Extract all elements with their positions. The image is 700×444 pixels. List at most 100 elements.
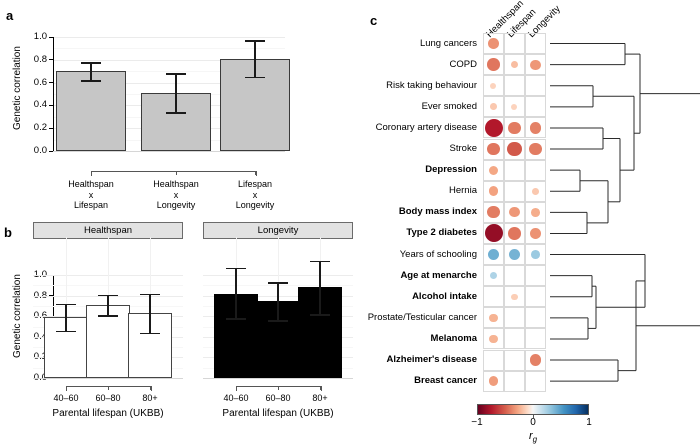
panel-c-correlation-dot (507, 141, 522, 157)
panel-a-y-tick (49, 59, 53, 61)
panel-c-correlation-dot (531, 207, 540, 217)
panel-b-x-axis (33, 378, 183, 379)
panel-c-correlation-dot (529, 142, 542, 156)
panel-c-correlation-dot (508, 121, 521, 135)
panel-c-matrix-cell (525, 180, 546, 202)
panel-c-matrix-cell (525, 96, 546, 118)
panel-c-colorbar-label: rg (521, 430, 545, 444)
panel-c-matrix-cell (504, 54, 525, 76)
panel-c-matrix-cell (504, 33, 525, 55)
panel-a-ylabel: Genetic correlation (12, 46, 23, 130)
panel-c-row-label: Alcohol intake (412, 290, 477, 302)
panel-c-matrix-cell (504, 75, 525, 97)
panel-c-matrix-cell (525, 328, 546, 350)
panel-a-group-tick (91, 171, 92, 175)
panel-c-correlation-dot (487, 142, 500, 156)
panel-b-category-label: 40–60 (53, 393, 79, 403)
panel-c-legend-subscript: g (532, 434, 538, 444)
panel-c-matrix-cell (525, 159, 546, 181)
panel-b-category-label: 40–60 (223, 393, 249, 403)
panel-c-matrix-cell (525, 54, 546, 76)
panel-a-category-line: Longevity (156, 200, 196, 210)
panel-c-matrix-cell (504, 286, 525, 308)
panel-c-letter: c (370, 13, 378, 28)
panel-b-y-tick-label: 1.0 (17, 269, 47, 280)
panel-c-colorbar-midmark (533, 414, 534, 418)
panel-a-y-tick-label: 0.0 (33, 145, 47, 156)
panel-c-row-label: Lung cancers (419, 37, 477, 49)
panel-a-bar (56, 71, 126, 151)
panel-b-errorbar-cap (140, 332, 160, 335)
panel-b-category-label: 80+ (312, 393, 328, 403)
panel-c-matrix-cell (525, 286, 546, 308)
panel-c-matrix-cell (525, 349, 546, 371)
panel-b-letter: b (4, 225, 12, 240)
panel-b-errorbar-cap (268, 320, 288, 322)
panel-b-y-tick-label: 0.6 (17, 310, 47, 321)
panel-c-matrix-cell (483, 244, 504, 266)
panel-b-group-tick (108, 386, 109, 390)
panel-a-y-tick-label: 1.0 (33, 31, 47, 42)
panel-c-correlation-dot (487, 206, 500, 219)
panel-a-category-line: Healthspan (153, 179, 199, 189)
panel-b-group-bracket (66, 386, 152, 391)
panel-c-row-label: Prostate/Testicular cancer (367, 311, 477, 323)
panel-c-row-label: Body mass index (398, 206, 477, 218)
panel-a-y-tick-label: 0.8 (33, 53, 47, 65)
panel-a-group-tick (176, 171, 177, 175)
panel-c-matrix-cell (504, 96, 525, 118)
panel-c-matrix-cell (483, 370, 504, 392)
panel-b-errorbar-cap (56, 330, 76, 333)
panel-b-errorbar (319, 260, 321, 315)
panel-b-category-label: 60–80 (265, 393, 291, 403)
panel-c-legend-r: r (528, 429, 533, 442)
panel-c-matrix-cell (483, 75, 504, 97)
panel-b-errorbar (277, 282, 279, 321)
panel-b-errorbar-cap (226, 318, 246, 320)
panel-c-matrix-cell (504, 328, 525, 350)
panel-c-correlation-dot (488, 186, 499, 196)
panel-c-row-label: Breast cancer (414, 375, 477, 387)
panel-c-matrix-cell (525, 75, 546, 97)
panel-c-matrix-cell (525, 307, 546, 329)
panel-a-gridline (53, 71, 285, 73)
panel-c-matrix-cell (525, 138, 546, 160)
panel-c-matrix-cell (483, 222, 504, 244)
panel-c-correlation-dot (487, 248, 500, 261)
panel-c-matrix-cell (483, 265, 504, 287)
panel-c-matrix-cell (483, 349, 504, 371)
panel-b-group-tick (150, 386, 151, 390)
panel-c-row-label: Age at menarche (400, 269, 477, 281)
panel-a-errorbar-cap (81, 62, 101, 64)
panel-c-matrix-cell (504, 307, 525, 329)
panel-a-errorbar (175, 73, 177, 113)
panel-a-errorbar (254, 40, 256, 77)
panel-c-matrix-cell (483, 307, 504, 329)
panel-a-y-tick (49, 82, 53, 84)
panel-b-y-tick-label: 0.8 (17, 290, 47, 301)
panel-b-y-tick-label: 0.2 (17, 351, 47, 362)
panel-b-group-bracket (236, 386, 322, 391)
panel-c-row-label: Hernia (449, 185, 477, 197)
panel-c-row-label: Stroke (449, 143, 477, 155)
panel-c-row-label: Risk taking behaviour (386, 79, 477, 91)
panel-b-y-tick-label: 0.4 (17, 331, 47, 342)
panel-b-chart: 1.00.80.60.40.20.0Healthspan40–6060–8080… (0, 215, 360, 444)
panel-a-y-tick (49, 36, 53, 38)
panel-c-colorbar (477, 403, 589, 415)
panel-c-row-label: Depression (425, 164, 477, 176)
panel-a-category-line: x (173, 189, 179, 200)
panel-c-matrix-cell (525, 222, 546, 244)
panel-c-correlation-dot (529, 122, 542, 134)
panel-a-y-tick-label: 0.4 (33, 99, 47, 111)
panel-a-category-line: Healthspan (68, 179, 114, 189)
panel-b-errorbar-cap (310, 314, 330, 316)
panel-a-y-tick (49, 150, 53, 152)
panel-c-matrix-cell (483, 138, 504, 160)
panel-a-gridline (53, 82, 285, 84)
panel-c-correlation-dot (484, 118, 503, 137)
panel-b-errorbar-cap (98, 315, 118, 317)
panel-c-matrix-cell (525, 244, 546, 266)
